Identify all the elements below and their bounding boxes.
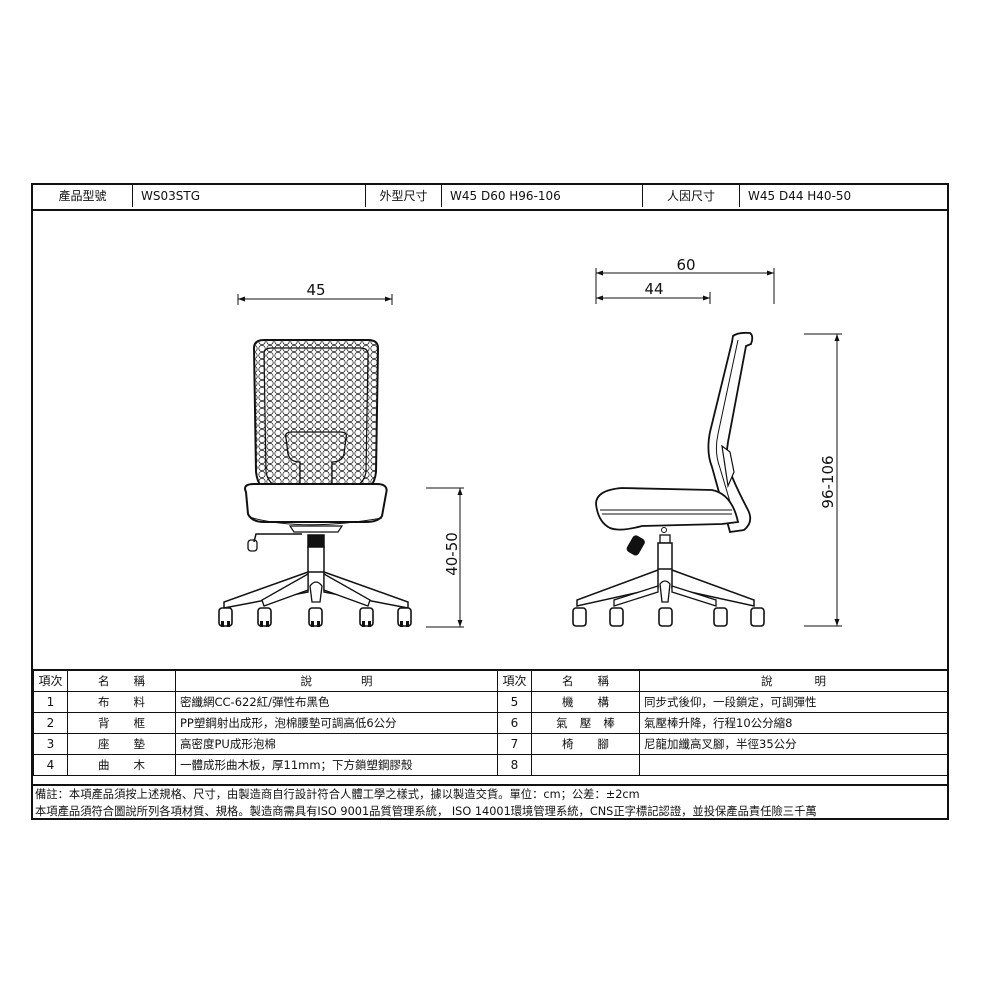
ergo-size-value: W45 D44 H40-50 <box>748 189 852 203</box>
part-desc: 高密度PU成形泡棉 <box>175 732 498 755</box>
depth-dimension: 60 44 <box>595 256 775 304</box>
part-name-char: 構 <box>597 694 610 709</box>
col-header-name-char: 名 <box>562 673 574 688</box>
svg-text:45: 45 <box>306 281 325 299</box>
part-name-char: 腳 <box>597 736 610 751</box>
row-index: 5 <box>497 690 532 713</box>
note-line-2: 本項產品須符合圖說所列各項材質、規格。製造商需具有ISO 9001品質管理系統，… <box>35 805 817 818</box>
spec-sheet: 產品型號 WS03STG 外型尺寸 W45 D60 H96-106 人因尺寸 W… <box>31 183 949 820</box>
row-index: 3 <box>33 732 68 755</box>
row-index: 8 <box>497 753 532 776</box>
part-desc: PP塑鋼射出成形，泡棉腰墊可調高低6公分 <box>175 711 498 734</box>
part-name-char: 布 <box>98 694 110 709</box>
part-name-char: 椅 <box>562 736 574 751</box>
row-index: 4 <box>33 753 68 776</box>
part-desc: 密纖網CC-622紅/彈性布黑色 <box>175 690 498 713</box>
outer-size-label: 外型尺寸 <box>366 185 442 207</box>
front-width-dimension: 45 <box>237 281 393 305</box>
svg-text:44: 44 <box>644 280 663 298</box>
col-header-name-char: 稱 <box>597 673 610 688</box>
table-row: 1 布 料 密纖網CC-622紅/彈性布黑色 5 機 構 同步式後仰，一段鎖定，可調… <box>33 690 948 713</box>
side-view-chair: 60 44 <box>572 256 842 627</box>
col-header-desc-char: 說 <box>761 673 773 688</box>
part-name-char: 機 <box>562 694 574 709</box>
row-index: 2 <box>33 711 68 734</box>
model-label: 產品型號 <box>33 185 133 207</box>
table-row: 3 座 墊 高密度PU成形泡棉 7 椅 腳 尼龍加纖高叉腳，半徑35公分 <box>33 732 948 755</box>
ergo-size-label: 人因尺寸 <box>643 185 740 207</box>
col-header-desc-char: 說 <box>300 673 313 688</box>
part-desc: 一體成形曲木板，厚11mm；下方鎖塑鋼膠殼 <box>175 753 498 776</box>
part-name-char: 框 <box>133 715 146 730</box>
col-header-name-char: 名 <box>98 673 110 688</box>
svg-text:40-50: 40-50 <box>443 532 461 576</box>
part-name-char: 座 <box>98 736 110 751</box>
parts-table-header: 項次 名 稱 說 明 項次 名 稱 說 明 <box>33 669 948 692</box>
table-row: 4 曲 木 一體成形曲木板，厚11mm；下方鎖塑鋼膠殼 8 <box>33 753 948 776</box>
part-name-char: 料 <box>133 694 146 709</box>
spec-header-row: 產品型號 WS03STG 外型尺寸 W45 D60 H96-106 人因尺寸 W… <box>33 185 947 211</box>
svg-text:96-106: 96-106 <box>819 455 837 508</box>
row-index: 6 <box>497 711 532 734</box>
part-name-char: 棒 <box>603 715 615 730</box>
model-value: WS03STG <box>133 185 366 207</box>
col-header-desc-char: 明 <box>814 673 827 688</box>
chair-drawing-area: 45 <box>33 209 947 669</box>
note-line-1: 備註：本項產品須按上述規格、尺寸，由製造商自行設計符合人體工學之樣式，據以製造交… <box>35 788 640 801</box>
part-name-char: 氣 <box>556 715 568 730</box>
row-index: 7 <box>497 732 532 755</box>
col-header-name-char: 稱 <box>133 673 146 688</box>
part-desc <box>639 753 948 776</box>
seat-height-dimension: 40-50 <box>426 487 464 628</box>
notes-section: 備註：本項產品須按上述規格、尺寸，由製造商自行設計符合人體工學之樣式，據以製造交… <box>33 784 947 820</box>
svg-text:60: 60 <box>676 256 695 274</box>
part-name-char: 壓 <box>579 715 592 730</box>
part-name-char: 背 <box>98 715 110 730</box>
part-name-char: 曲 <box>98 757 110 772</box>
col-header-desc-char: 明 <box>361 673 373 688</box>
part-desc: 尼龍加纖高叉腳，半徑35公分 <box>639 732 948 755</box>
parts-table: 項次 名 稱 說 明 項次 名 稱 說 明 1 布 料 密纖網CC-622紅/彈性布黑色 … <box>33 669 948 776</box>
total-height-dimension: 96-106 <box>804 333 842 627</box>
part-desc: 氣壓棒升降，行程10公分縮8 <box>639 711 948 734</box>
col-header-index: 項次 <box>33 669 68 692</box>
part-name-char: 墊 <box>133 736 146 751</box>
col-header-index: 項次 <box>497 669 532 692</box>
row-index: 1 <box>33 690 68 713</box>
outer-size-value: W45 D60 H96-106 <box>442 185 643 207</box>
part-name-char: 木 <box>133 757 146 772</box>
table-row: 2 背 框 PP塑鋼射出成形，泡棉腰墊可調高低6公分 6 氣壓棒 氣壓棒升降，行程… <box>33 711 948 734</box>
part-desc: 同步式後仰，一段鎖定，可調彈性 <box>639 690 948 713</box>
front-view-chair: 45 <box>218 281 464 628</box>
